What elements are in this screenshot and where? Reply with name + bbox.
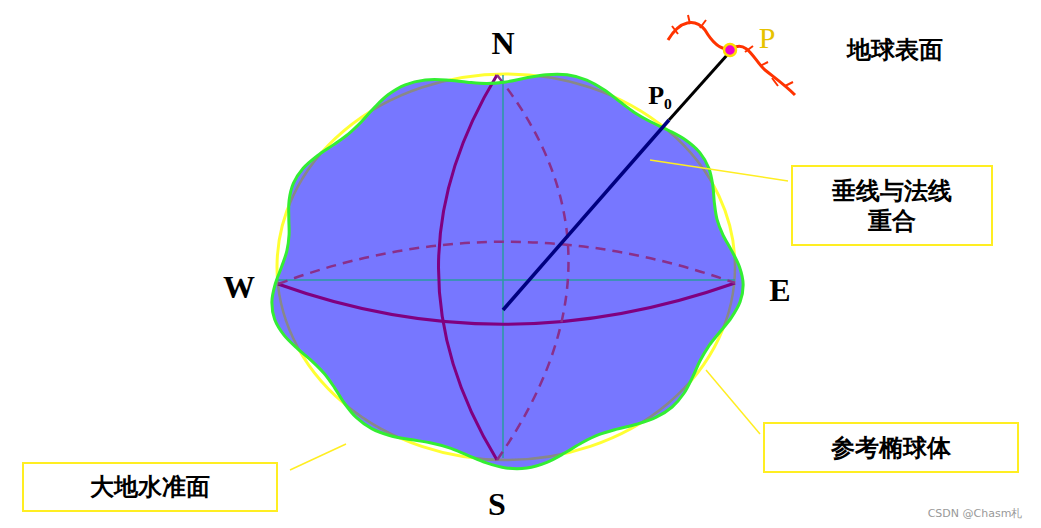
geoid-outline	[272, 74, 743, 468]
ellipsoid-inner-edge	[277, 74, 735, 460]
meridian-back	[497, 75, 569, 460]
callout-box: 大地水准面	[22, 462, 278, 512]
callout-box: 垂线与法线 重合	[791, 165, 993, 246]
pole-label: N	[491, 26, 514, 61]
equatorial-axis	[278, 279, 735, 281]
leader-line	[290, 444, 346, 470]
watermark: CSDN @Chasm札	[928, 508, 1023, 520]
polar-axis	[502, 75, 504, 458]
point-p	[724, 44, 736, 56]
callout-text: 大地水准面	[90, 472, 210, 502]
caption-label: 地球表面	[847, 37, 943, 63]
callout-text: 参考椭球体	[831, 433, 951, 463]
plumb-line	[669, 54, 728, 120]
leader-line	[650, 160, 788, 181]
callout-box: 参考椭球体	[763, 422, 1019, 473]
point-label: P₀	[646, 82, 674, 111]
point-label: P	[759, 21, 776, 54]
normal-line	[503, 120, 669, 310]
callout-text: 垂线与法线 重合	[822, 176, 962, 236]
equator-back	[278, 242, 735, 284]
direction-label: E	[769, 273, 790, 308]
meridian-front	[439, 75, 498, 460]
direction-label: W	[223, 270, 255, 305]
surface-hatching	[672, 15, 793, 86]
pole-label: S	[488, 487, 506, 522]
leader-line	[706, 370, 760, 434]
geoid-fill	[272, 74, 743, 468]
